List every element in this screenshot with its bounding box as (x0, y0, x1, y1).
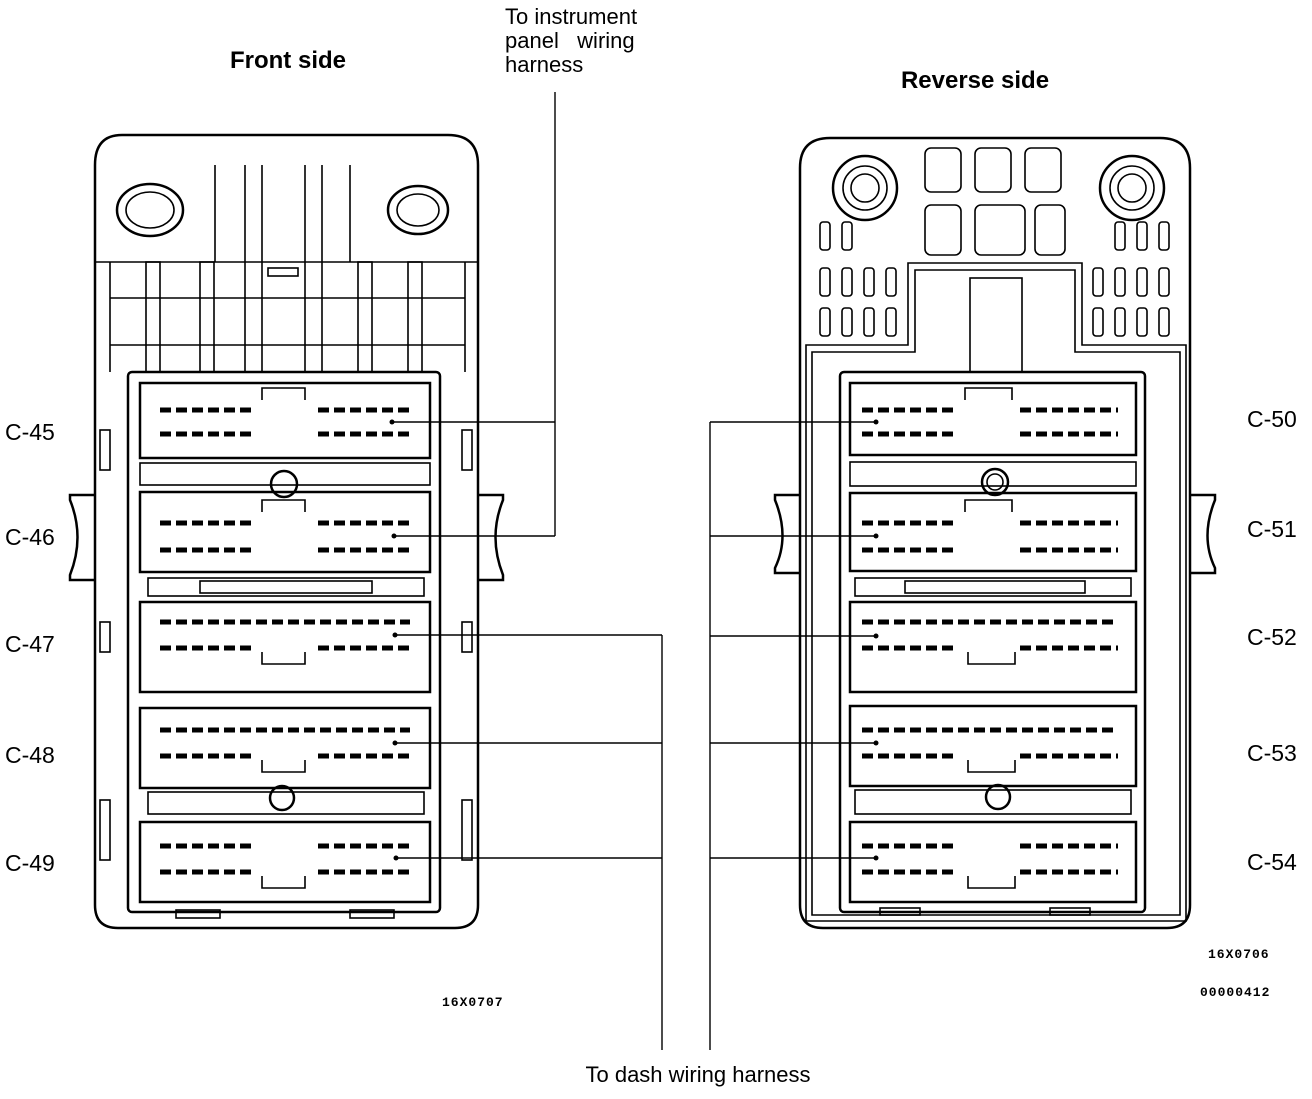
reverse-block (773, 136, 1217, 930)
instrument-note-line-1: To instrument (505, 4, 637, 29)
connector-c45 (138, 381, 432, 460)
front-connectors (138, 381, 432, 919)
instrument-leader (392, 92, 556, 537)
label-c51: C-51 (1247, 516, 1297, 542)
connector-c53 (848, 704, 1138, 788)
dash-leader-reverse (709, 421, 876, 1050)
front-code: 16X0707 (442, 995, 504, 1010)
reverse-code: 16X0706 (1208, 947, 1270, 962)
label-c53: C-53 (1247, 740, 1297, 766)
label-c49: C-49 (5, 850, 55, 876)
reverse-side-title: Reverse side (901, 67, 1049, 94)
connector-c46 (138, 490, 432, 574)
dash-leader-front (395, 634, 663, 1050)
front-lock-1 (269, 469, 299, 499)
instrument-note-line-2: panel wiring (505, 28, 635, 53)
reverse-lock-2 (984, 783, 1012, 811)
label-c45: C-45 (5, 419, 55, 445)
label-c48: C-48 (5, 742, 55, 768)
label-c52: C-52 (1247, 624, 1297, 650)
connector-c54 (848, 820, 1138, 904)
reverse-connectors (848, 381, 1138, 916)
label-c54: C-54 (1247, 849, 1297, 875)
instrument-note-line-3: harness (505, 52, 583, 77)
connector-c49 (138, 820, 432, 904)
figure-id: 00000412 (1200, 985, 1270, 1000)
connector-c48 (138, 706, 432, 790)
dash-harness-note: To dash wiring harness (585, 1062, 810, 1087)
label-c47: C-47 (5, 631, 55, 657)
label-c50: C-50 (1247, 406, 1297, 432)
front-lock-2 (268, 784, 296, 812)
connector-c50 (848, 381, 1138, 457)
front-side-title: Front side (230, 47, 346, 74)
label-c46: C-46 (5, 524, 55, 550)
front-block (68, 133, 505, 930)
connector-c52 (848, 600, 1138, 694)
connector-c47 (138, 600, 432, 694)
connector-c51 (848, 491, 1138, 573)
reverse-lock-1 (980, 467, 1010, 497)
